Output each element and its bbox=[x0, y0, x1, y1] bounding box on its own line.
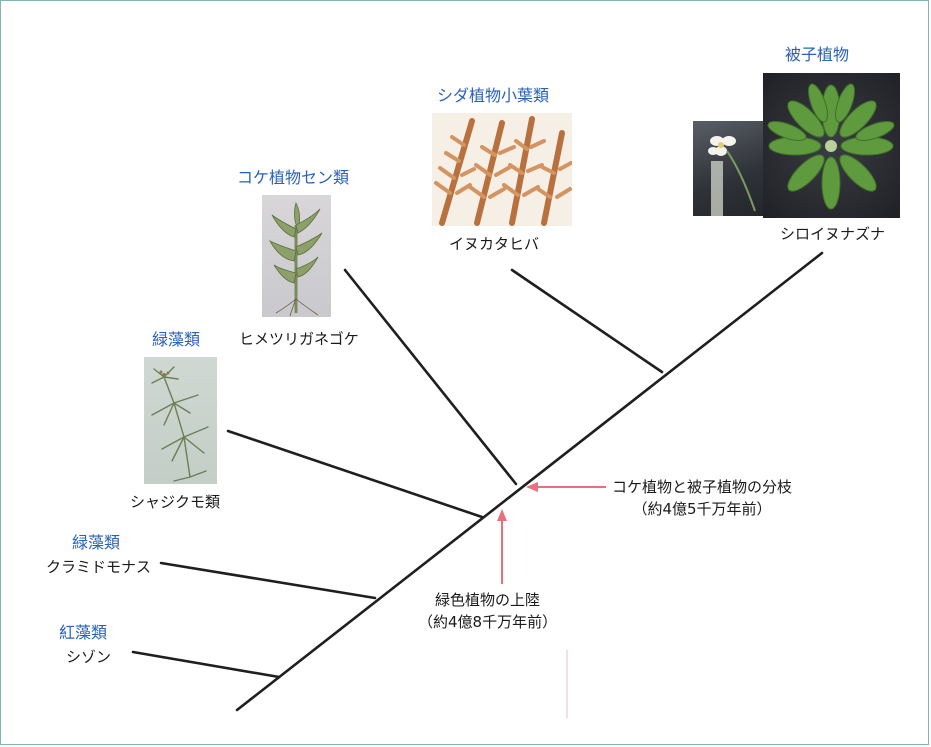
category-chlamydomonas: 緑藻類 bbox=[72, 535, 120, 551]
arrow-moss-angiosperm-split bbox=[526, 482, 606, 492]
branch-angiosperm-lycophyte bbox=[512, 270, 662, 372]
category-moss: コケ植物セン類 bbox=[237, 170, 349, 186]
branch-red-alga bbox=[133, 652, 279, 677]
arabidopsis-flower-photo bbox=[693, 121, 765, 216]
species-arabidopsis: シロイヌナズナ bbox=[780, 227, 885, 242]
branch-chlamydomonas bbox=[161, 563, 375, 598]
category-charophyte: 緑藻類 bbox=[152, 332, 200, 348]
annotation-land-title: 緑色植物の上陸 bbox=[418, 590, 557, 612]
arrow-land-colonization bbox=[497, 509, 507, 584]
species-chlamydomonas: クラミドモナス bbox=[46, 560, 151, 575]
species-cyanidioschyzon: シゾン bbox=[66, 650, 111, 665]
physcomitrella-photo bbox=[262, 195, 331, 317]
species-physcomitrella: ヒメツリガネゴケ bbox=[239, 332, 359, 347]
annotation-land-date: （約4億8千万年前） bbox=[418, 612, 557, 634]
selaginella-photo bbox=[432, 113, 572, 226]
arabidopsis-rosette-photo bbox=[763, 73, 900, 218]
annotation-split-date: （約4億5千万年前） bbox=[612, 499, 792, 521]
annotation-land-colonization: 緑色植物の上陸 （約4億8千万年前） bbox=[418, 590, 557, 634]
category-angiosperm: 被子植物 bbox=[785, 47, 849, 63]
annotation-moss-angiosperm-split: コケ植物と被子植物の分枝 （約4億5千万年前） bbox=[612, 477, 792, 521]
branch-charophyte bbox=[228, 431, 482, 517]
category-lycophyte: シダ植物小葉類 bbox=[437, 88, 549, 104]
faint-vertical-mark bbox=[566, 650, 568, 718]
species-selaginella: イヌカタヒバ bbox=[449, 237, 539, 252]
species-chara: シャジクモ類 bbox=[130, 495, 220, 510]
category-red-alga: 紅藻類 bbox=[59, 625, 107, 641]
chara-photo bbox=[144, 357, 217, 484]
annotation-split-title: コケ植物と被子植物の分枝 bbox=[612, 477, 792, 499]
branch-moss bbox=[345, 270, 516, 484]
